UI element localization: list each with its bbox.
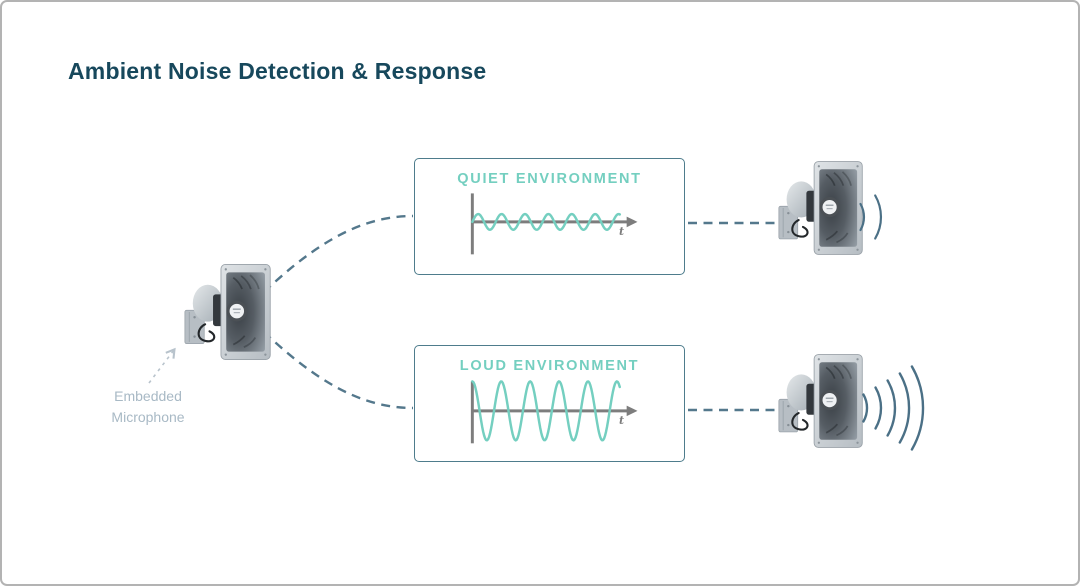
loud-waveform [471,380,622,442]
mic-pointer-arrow [148,350,174,384]
page-title: Ambient Noise Detection & Response [68,58,487,84]
sound-arc [862,393,869,423]
speaker-loud-output [778,353,864,449]
speaker-quiet-output [778,160,864,256]
quiet-waveform [471,212,622,231]
time-axis-arrowhead [626,405,638,417]
loud-environment-label: LOUD ENVIRONMENT [459,358,640,374]
sound-arc [874,194,882,240]
time-axis-arrowhead [626,216,638,228]
loud-waveform-graph [470,380,638,444]
loud-sound-waves [862,365,925,451]
connector-mic-to-quiet [263,214,414,293]
quiet-environment-label: QUIET ENVIRONMENT [457,171,642,187]
loud-environment-box: LOUD ENVIRONMENT t [414,345,685,462]
quiet-environment-box: QUIET ENVIRONMENT t [414,158,685,275]
sound-arc [886,379,897,437]
sound-arc [910,365,925,451]
sound-arc [859,202,866,232]
time-axis-label: t [619,225,625,238]
embedded-microphone-label: Embedded Microphone [111,388,185,425]
quiet-sound-waves [859,194,882,240]
connector-mic-to-loud [263,331,414,410]
speaker-with-mic [184,262,272,362]
sound-arc [898,372,911,444]
sound-arc [874,386,883,430]
time-axis-label: t [619,414,625,427]
quiet-waveform-graph [470,193,638,255]
